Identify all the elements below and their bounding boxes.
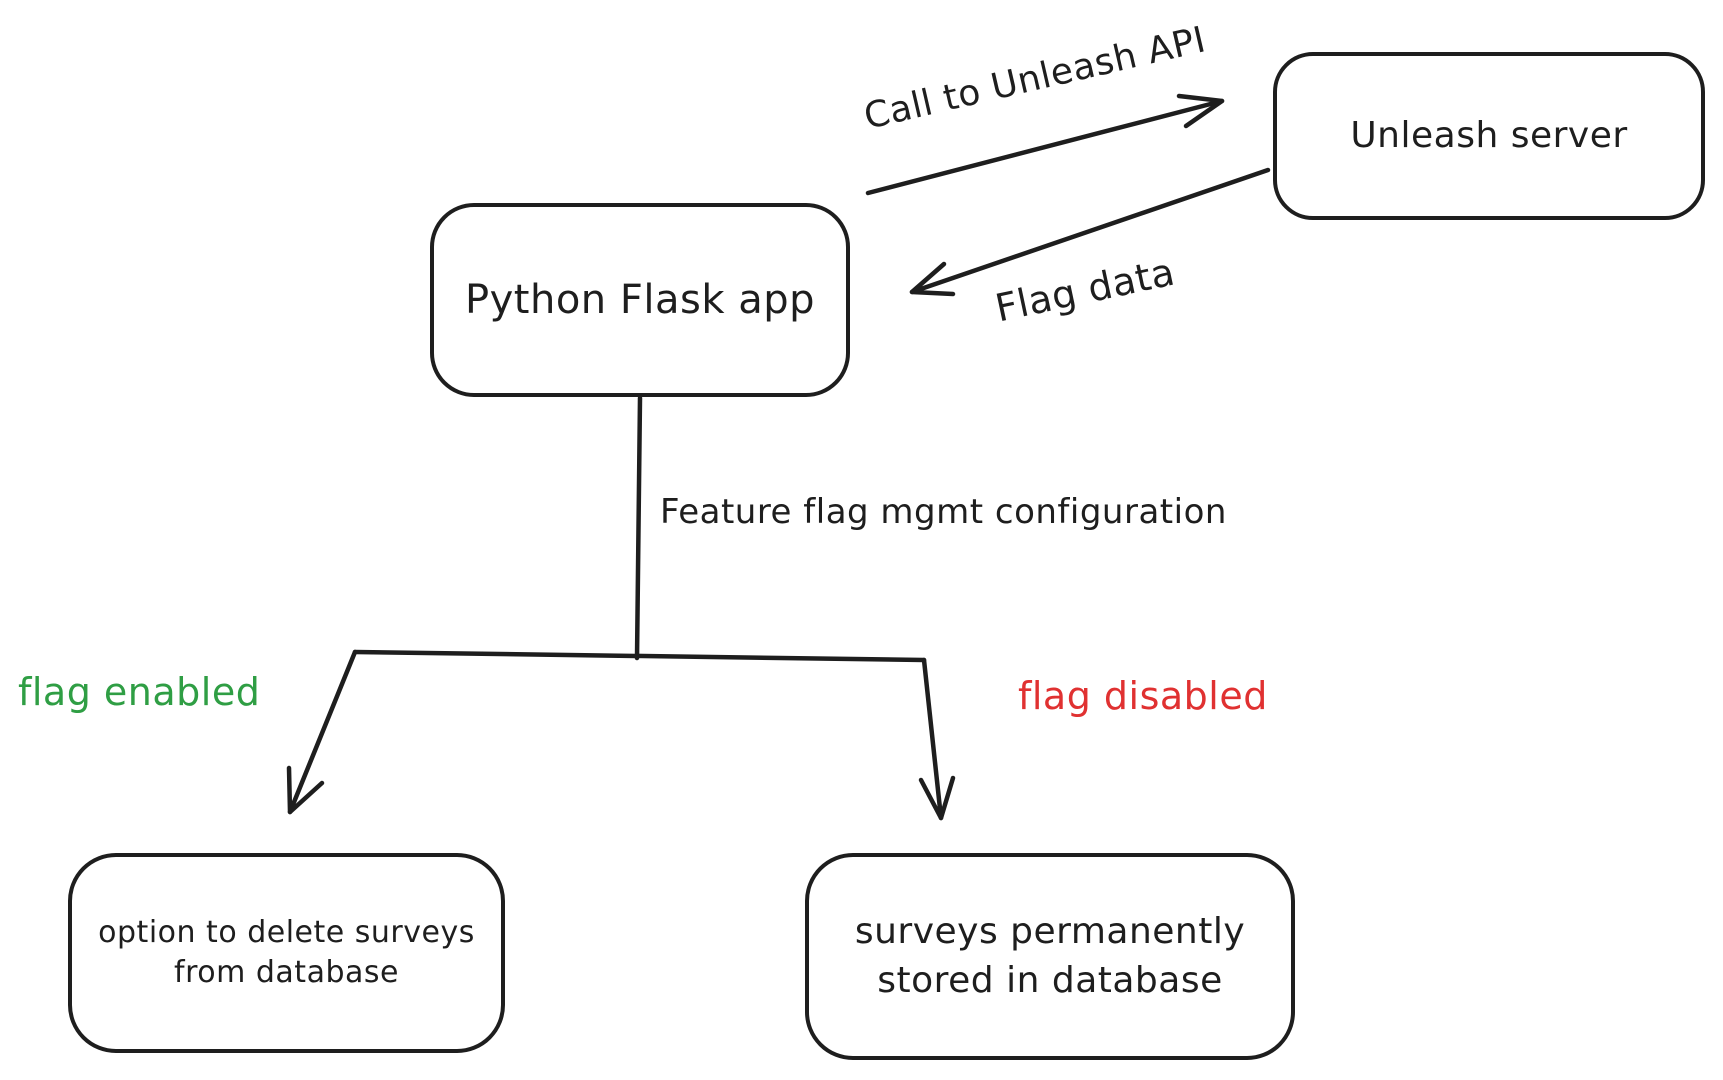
node-enabled-outcome: option to delete surveys from database — [68, 853, 505, 1053]
enabled-branch-arrow — [286, 649, 358, 815]
enabled-outcome-line2: from database — [174, 955, 399, 990]
config-connector-line — [634, 395, 643, 661]
edge-label-feature-flag-mgmt-configuration: Feature flag mgmt configuration — [660, 492, 1227, 532]
node-disabled-outcome: surveys permanently stored in database — [805, 853, 1295, 1060]
flag-data-arrow — [909, 167, 1271, 297]
branch-split-line — [352, 649, 927, 663]
enabled-outcome-line1: option to delete surveys — [98, 914, 475, 950]
node-disabled-outcome-label: surveys permanently stored in database — [855, 908, 1245, 1005]
disabled-outcome-line1: surveys permanently — [854, 910, 1246, 952]
node-python-flask-app-label: Python Flask app — [464, 277, 815, 323]
node-unleash-server: Unleash server — [1273, 52, 1705, 220]
node-enabled-outcome-label: option to delete surveys from database — [98, 913, 475, 994]
branch-label-flag-enabled: flag enabled — [18, 670, 261, 714]
node-python-flask-app: Python Flask app — [430, 203, 850, 397]
disabled-branch-arrow — [918, 657, 956, 821]
disabled-outcome-line2: stored in database — [877, 959, 1223, 1001]
branch-label-flag-disabled: flag disabled — [1018, 674, 1268, 718]
node-unleash-server-label: Unleash server — [1350, 114, 1628, 156]
call-to-unleash-arrow — [865, 93, 1225, 196]
